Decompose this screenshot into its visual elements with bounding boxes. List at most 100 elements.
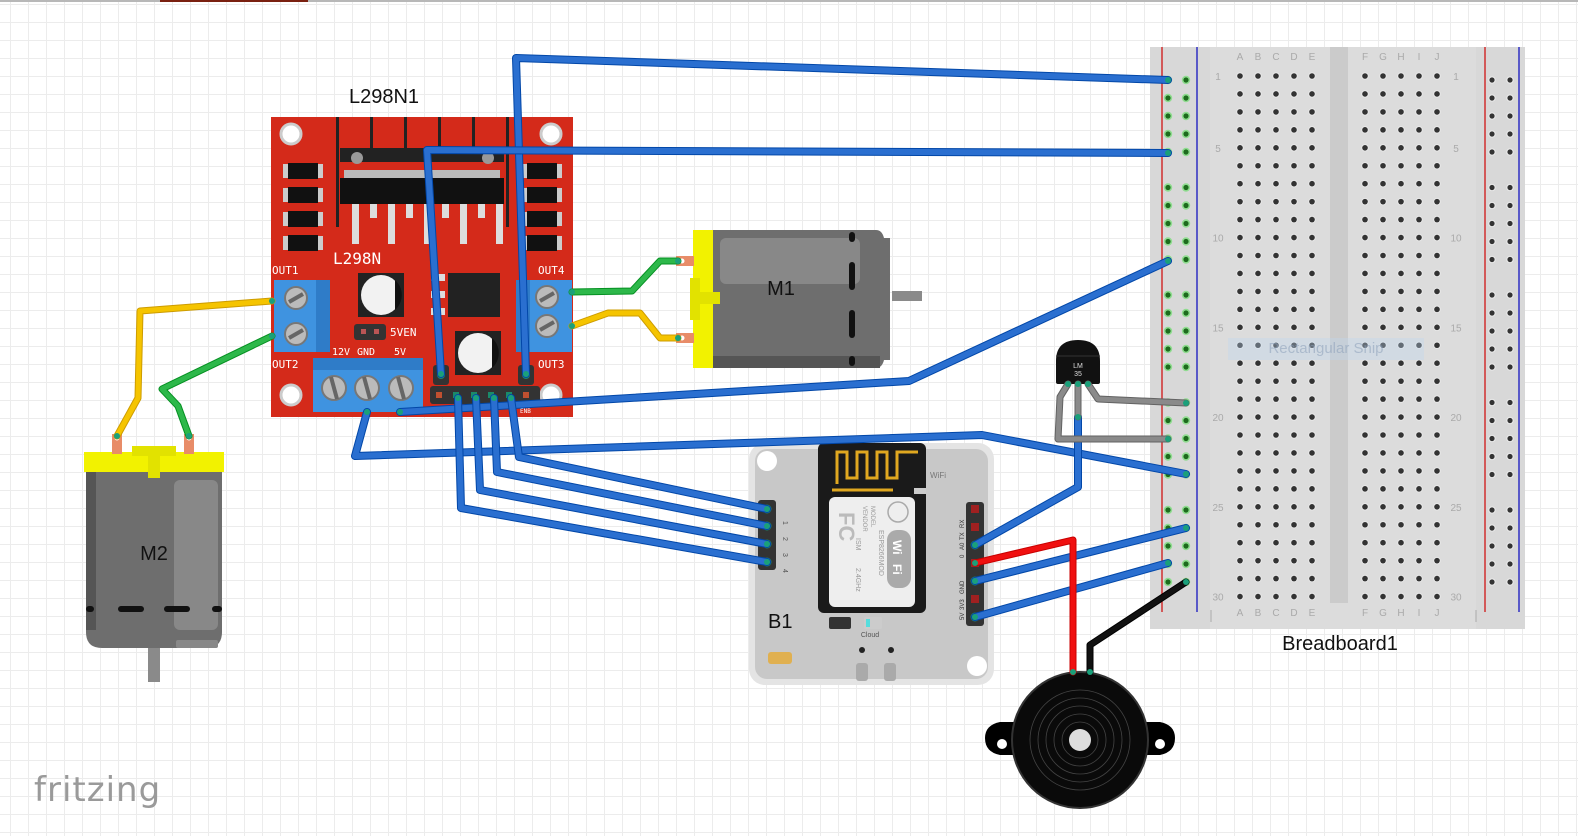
- rail-hole[interactable]: [1489, 543, 1495, 549]
- breadboard-hole[interactable]: [1362, 342, 1368, 349]
- breadboard-hole[interactable]: [1380, 162, 1386, 169]
- breadboard-hole[interactable]: [1309, 432, 1315, 438]
- breadboard-hole[interactable]: [1434, 324, 1440, 331]
- rail-hole[interactable]: [1183, 184, 1189, 191]
- rail-hole[interactable]: [1489, 256, 1495, 263]
- wire-endpoint[interactable]: [675, 258, 681, 264]
- breadboard-hole[interactable]: [1398, 539, 1404, 546]
- breadboard-hole[interactable]: [1309, 270, 1315, 277]
- breadboard-hole[interactable]: [1434, 468, 1440, 474]
- breadboard-hole[interactable]: [1380, 378, 1386, 384]
- breadboard-hole[interactable]: [1380, 360, 1386, 367]
- rail-hole[interactable]: [1165, 417, 1171, 424]
- breadboard-hole[interactable]: [1398, 198, 1404, 205]
- breadboard-hole[interactable]: [1362, 234, 1368, 241]
- rail-hole[interactable]: [1489, 328, 1495, 334]
- breadboard-hole[interactable]: [1416, 504, 1422, 510]
- breadboard-hole[interactable]: [1255, 504, 1261, 510]
- header-pin[interactable]: [971, 523, 979, 531]
- breadboard-hole[interactable]: [1434, 360, 1440, 367]
- breadboard-hole[interactable]: [1255, 593, 1261, 600]
- rail-hole[interactable]: [1489, 77, 1495, 83]
- breadboard-hole[interactable]: [1398, 73, 1404, 79]
- breadboard-hole[interactable]: [1309, 145, 1315, 151]
- wire-endpoint[interactable]: [972, 560, 978, 566]
- breadboard-hole[interactable]: [1309, 252, 1315, 259]
- breadboard-hole[interactable]: [1255, 378, 1261, 384]
- breadboard-hole[interactable]: [1309, 180, 1315, 187]
- breadboard-hole[interactable]: [1237, 73, 1243, 79]
- wire-endpoint[interactable]: [186, 433, 192, 439]
- breadboard-hole[interactable]: [1255, 127, 1261, 133]
- wire-enb-to-rail[interactable]: [513, 55, 1171, 377]
- wire-endpoint[interactable]: [523, 371, 529, 377]
- breadboard-hole[interactable]: [1416, 198, 1422, 205]
- breadboard-hole[interactable]: [1434, 593, 1440, 600]
- rail-hole[interactable]: [1165, 202, 1171, 209]
- breadboard-hole[interactable]: [1273, 432, 1279, 438]
- rail-hole[interactable]: [1183, 113, 1189, 119]
- wire-endpoint[interactable]: [1165, 258, 1171, 264]
- breadboard-hole[interactable]: [1273, 127, 1279, 133]
- breadboard-hole[interactable]: [1362, 575, 1368, 582]
- rail-hole[interactable]: [1507, 95, 1513, 101]
- rail-hole[interactable]: [1165, 292, 1171, 298]
- rail-hole[interactable]: [1507, 543, 1513, 549]
- rail-hole[interactable]: [1507, 292, 1513, 298]
- wires[interactable]: [113, 54, 1190, 676]
- breadboard-hole[interactable]: [1255, 109, 1261, 115]
- breadboard-hole[interactable]: [1380, 593, 1386, 600]
- wire-endpoint[interactable]: [1065, 381, 1071, 387]
- breadboard-hole[interactable]: [1416, 216, 1422, 223]
- breadboard-hole[interactable]: [1273, 145, 1279, 151]
- wire-endpoint[interactable]: [1087, 669, 1093, 675]
- breadboard-hole[interactable]: [1255, 432, 1261, 438]
- terminal-out1-out2[interactable]: [274, 280, 330, 352]
- rail-hole[interactable]: [1165, 328, 1171, 334]
- motor-m1[interactable]: M1: [676, 230, 922, 368]
- breadboard-hole[interactable]: [1434, 270, 1440, 277]
- breadboard-hole[interactable]: [1362, 145, 1368, 151]
- breadboard-hole[interactable]: [1291, 450, 1297, 456]
- breadboard-hole[interactable]: [1416, 468, 1422, 474]
- wire-endpoint[interactable]: [491, 395, 497, 401]
- wire-m2-green[interactable]: [159, 333, 275, 439]
- rail-hole[interactable]: [1507, 149, 1513, 155]
- breadboard-hole[interactable]: [1291, 73, 1297, 79]
- breadboard-hole[interactable]: [1434, 127, 1440, 133]
- wire-endpoint[interactable]: [1075, 381, 1081, 387]
- rail-hole[interactable]: [1183, 220, 1189, 227]
- breadboard-hole[interactable]: [1255, 414, 1261, 420]
- rail-hole[interactable]: [1165, 131, 1171, 137]
- breadboard-hole[interactable]: [1255, 360, 1261, 367]
- rail-hole[interactable]: [1165, 220, 1171, 227]
- breadboard-hole[interactable]: [1291, 180, 1297, 187]
- header-pin[interactable]: [523, 392, 529, 398]
- breadboard-hole[interactable]: [1398, 234, 1404, 241]
- breadboard-hole[interactable]: [1291, 539, 1297, 546]
- breadboard-hole[interactable]: [1380, 414, 1386, 420]
- rail-hole[interactable]: [1507, 256, 1513, 263]
- breadboard-hole[interactable]: [1309, 216, 1315, 223]
- breadboard-hole[interactable]: [1434, 198, 1440, 205]
- breadboard-hole[interactable]: [1273, 270, 1279, 277]
- rail-hole[interactable]: [1507, 417, 1513, 424]
- breadboard-hole[interactable]: [1362, 504, 1368, 510]
- breadboard-hole[interactable]: [1362, 198, 1368, 205]
- rail-hole[interactable]: [1165, 310, 1171, 316]
- breadboard-hole[interactable]: [1398, 145, 1404, 151]
- breadboard-hole[interactable]: [1273, 216, 1279, 223]
- breadboard-hole[interactable]: [1362, 468, 1368, 474]
- header-pin[interactable]: [971, 595, 979, 603]
- breadboard-hole[interactable]: [1273, 342, 1279, 349]
- breadboard-hole[interactable]: [1380, 557, 1386, 564]
- breadboard-hole[interactable]: [1291, 162, 1297, 169]
- rail-hole[interactable]: [1489, 579, 1495, 585]
- breadboard-hole[interactable]: [1362, 593, 1368, 600]
- breadboard-hole[interactable]: [1362, 91, 1368, 97]
- breadboard-hole[interactable]: [1309, 360, 1315, 367]
- breadboard-hole[interactable]: [1273, 486, 1279, 492]
- breadboard-hole[interactable]: [1309, 468, 1315, 474]
- breadboard-hole[interactable]: [1255, 557, 1261, 564]
- wire-endpoint[interactable]: [1165, 77, 1171, 83]
